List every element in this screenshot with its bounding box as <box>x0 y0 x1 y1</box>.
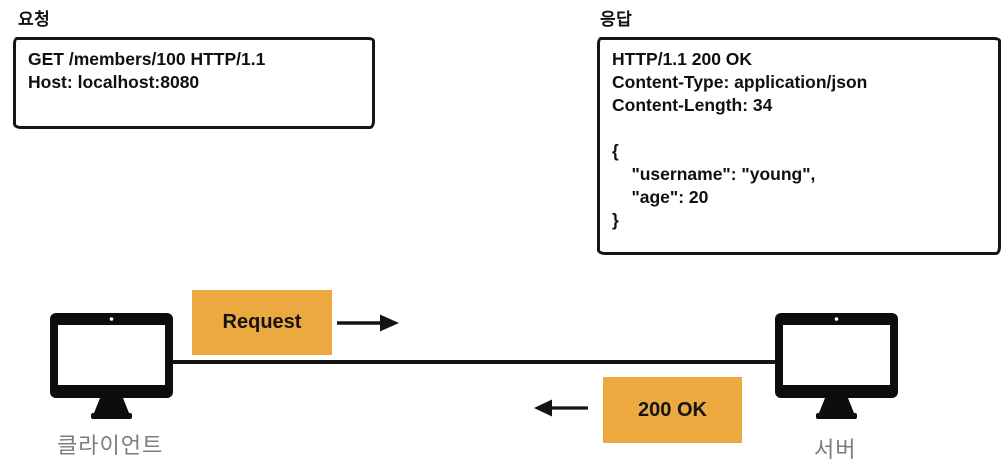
server-monitor-icon <box>775 313 898 419</box>
response-line-3: Content-Length: 34 <box>612 95 773 115</box>
response-panel-title: 응답 <box>600 10 633 29</box>
request-tag-box: Request <box>192 290 332 355</box>
response-tag-label: 200 OK <box>638 398 707 421</box>
server-label: 서버 <box>814 437 857 462</box>
request-line-1: GET /members/100 HTTP/1.1 <box>28 49 266 69</box>
response-message-box: HTTP/1.1 200 OK Content-Type: applicatio… <box>597 37 1001 255</box>
request-message-box: GET /members/100 HTTP/1.1 Host: localhos… <box>13 37 375 129</box>
request-line-2: Host: localhost:8080 <box>28 72 200 92</box>
request-direction-arrow-icon <box>337 314 399 332</box>
response-body-username: "username": "young", <box>612 164 816 184</box>
response-tag-box: 200 OK <box>603 377 742 443</box>
request-tag-label: Request <box>222 311 302 333</box>
response-line-1: HTTP/1.1 200 OK <box>612 49 753 69</box>
response-direction-arrow-icon <box>534 399 588 417</box>
response-line-2: Content-Type: application/json <box>612 72 868 92</box>
request-panel-title: 요청 <box>18 10 51 29</box>
response-body-age: "age": 20 <box>612 187 709 207</box>
client-label: 클라이언트 <box>57 433 164 458</box>
response-line-blank <box>612 117 986 140</box>
response-body-close-brace: } <box>612 210 619 230</box>
client-server-connection-line <box>172 360 776 364</box>
response-body-open-brace: { <box>612 141 619 161</box>
client-monitor-icon <box>50 313 173 419</box>
